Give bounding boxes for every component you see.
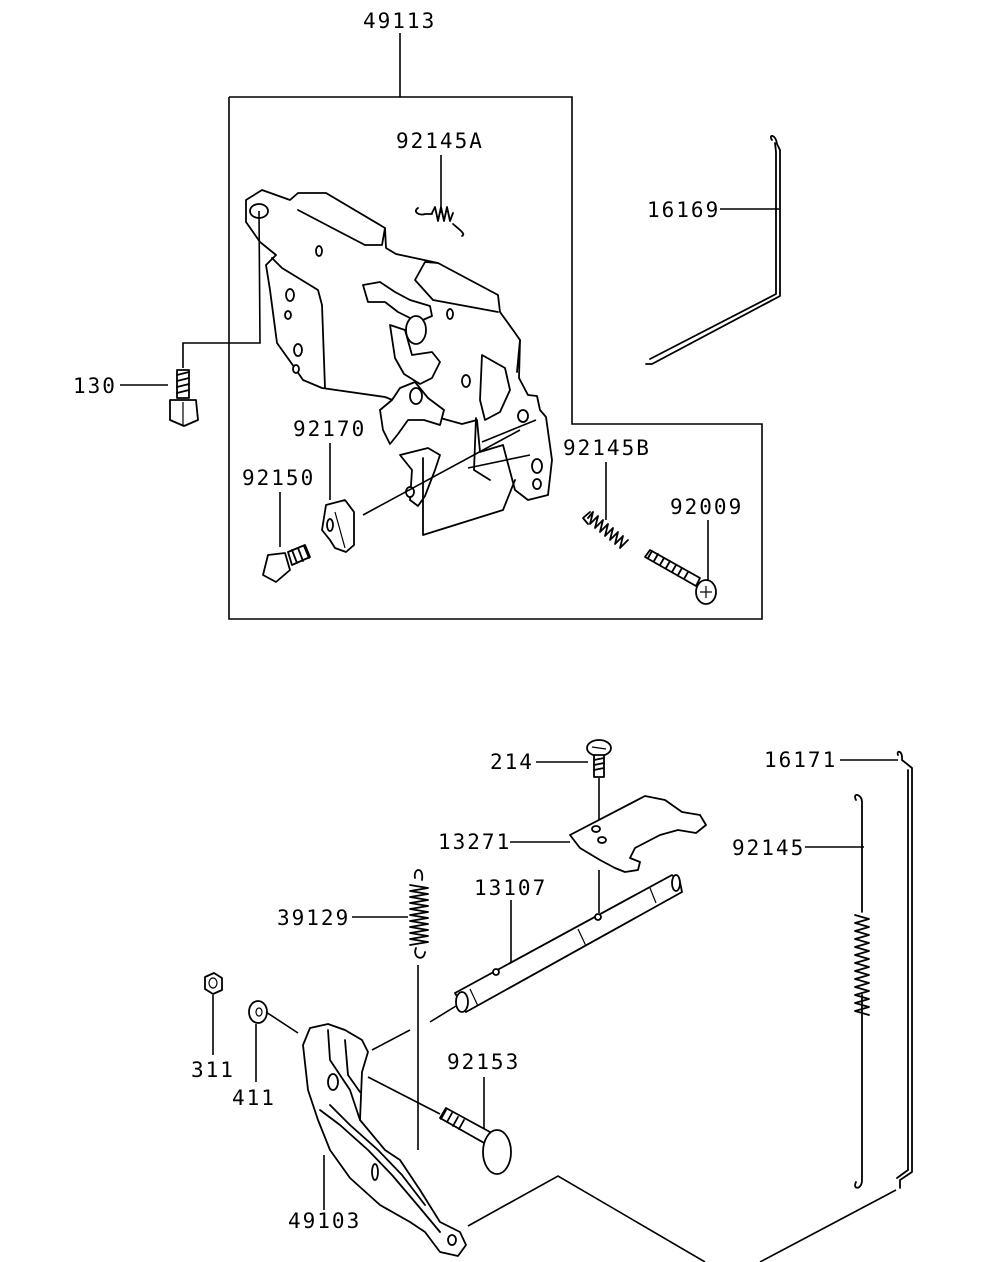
label-92145B: 92145B bbox=[563, 436, 651, 460]
label-311: 311 bbox=[191, 1058, 235, 1082]
rod-16169-part bbox=[645, 135, 781, 365]
rod-16171-part bbox=[840, 750, 913, 1189]
lever-49103-part bbox=[302, 1005, 467, 1257]
bolt-92150-part bbox=[262, 492, 311, 583]
clip-92170-part bbox=[321, 443, 355, 553]
label-49103: 49103 bbox=[288, 1209, 361, 1233]
label-130: 130 bbox=[73, 374, 117, 398]
spring-92145B-part bbox=[582, 462, 629, 549]
assembly-frame-49113 bbox=[228, 33, 763, 620]
label-16169: 16169 bbox=[647, 198, 720, 222]
nut-311-part bbox=[204, 972, 223, 1055]
label-214: 214 bbox=[490, 750, 534, 774]
label-411: 411 bbox=[232, 1086, 276, 1110]
label-49113: 49113 bbox=[363, 9, 436, 33]
washer-411-part bbox=[248, 1000, 299, 1082]
label-39129: 39129 bbox=[277, 906, 350, 930]
label-16171: 16171 bbox=[764, 748, 837, 772]
spring-92145A-part bbox=[414, 155, 465, 237]
plate-13271-part bbox=[510, 795, 707, 913]
label-92145A: 92145A bbox=[396, 129, 484, 153]
spring-39129-part bbox=[352, 869, 429, 1150]
label-13271: 13271 bbox=[438, 830, 511, 854]
lower-assembly-outline bbox=[467, 1175, 897, 1262]
label-92145: 92145 bbox=[732, 836, 805, 860]
control-plate-part bbox=[245, 189, 553, 536]
screw-214-part bbox=[536, 739, 612, 822]
label-92170: 92170 bbox=[293, 417, 366, 441]
label-92150: 92150 bbox=[242, 466, 315, 490]
spring-92145-part bbox=[805, 794, 870, 1189]
shaft-13107-part bbox=[454, 874, 683, 1013]
screw-92009-part bbox=[644, 520, 717, 605]
pin-92153-part bbox=[367, 1076, 512, 1175]
bolt-130-part bbox=[120, 210, 261, 427]
label-92153: 92153 bbox=[447, 1050, 520, 1074]
label-92009: 92009 bbox=[670, 495, 743, 519]
label-13107: 13107 bbox=[474, 876, 547, 900]
